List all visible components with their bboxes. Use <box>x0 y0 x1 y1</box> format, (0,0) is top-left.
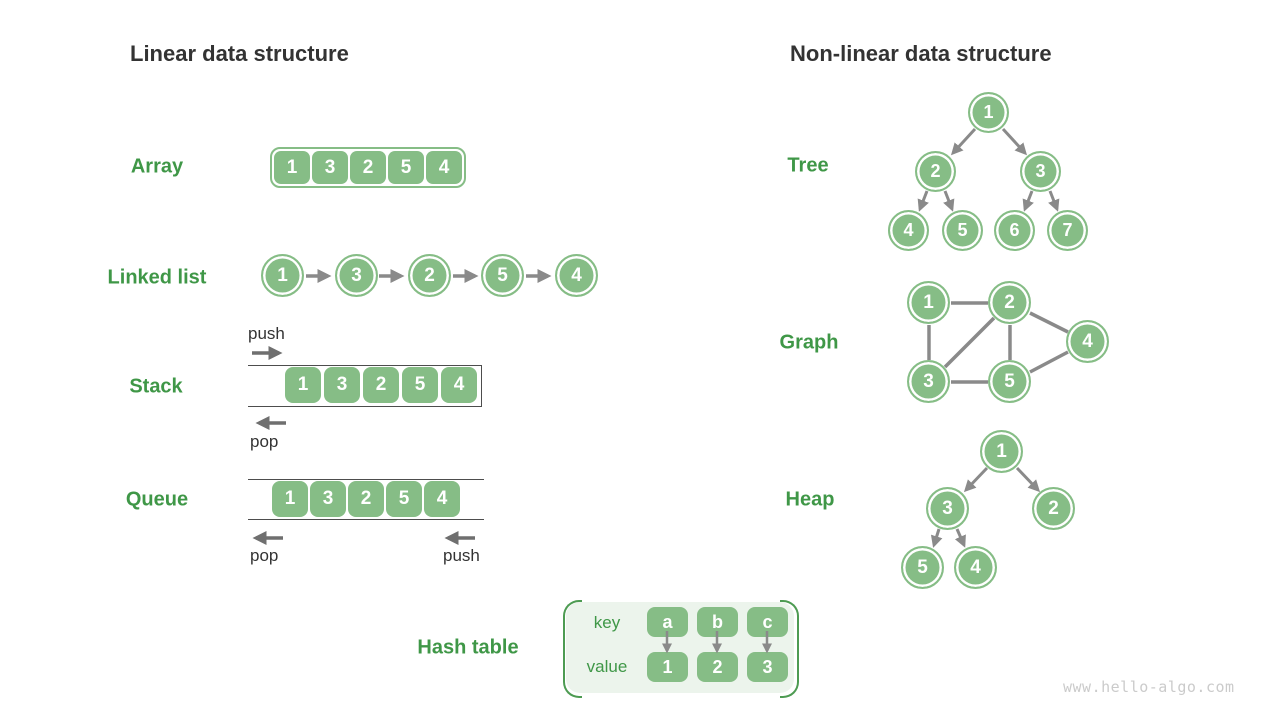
queue-push-label: push <box>443 546 480 565</box>
tree-node: 3 <box>1020 151 1061 192</box>
queue-top-line <box>248 479 484 480</box>
array-cell: 5 <box>388 151 424 184</box>
nonlinear-section-title: Non-linear data structure <box>790 41 1052 66</box>
array-cell: 4 <box>426 151 462 184</box>
stack-label: Stack <box>129 375 183 398</box>
linked-list-node: 5 <box>481 254 524 297</box>
heap-node: 4 <box>954 546 997 589</box>
hash-key-cell: b <box>697 607 738 637</box>
graph-node: 2 <box>988 281 1031 324</box>
queue-bottom-line <box>248 519 484 520</box>
hash-table-label: Hash table <box>417 636 519 659</box>
heap-node: 3 <box>926 487 969 530</box>
graph-node: 5 <box>988 360 1031 403</box>
heap-node: 1 <box>980 430 1023 473</box>
hash-value-cell: 1 <box>647 652 688 682</box>
hash-key-label: key <box>593 613 621 632</box>
graph-node: 1 <box>907 281 950 324</box>
stack-cell: 4 <box>441 367 477 403</box>
hash-value-label: value <box>586 657 628 676</box>
heap-label: Heap <box>785 488 835 511</box>
queue-cell: 1 <box>272 481 308 517</box>
hash-value-cell: 2 <box>697 652 738 682</box>
queue-cell: 2 <box>348 481 384 517</box>
heap-node: 5 <box>901 546 944 589</box>
watermark: www.hello-algo.com <box>1063 678 1235 696</box>
tree-node: 4 <box>888 210 929 251</box>
array-cell: 2 <box>350 151 386 184</box>
queue-cells: 1 3 2 5 4 <box>272 481 460 517</box>
tree-node: 1 <box>968 92 1009 133</box>
hash-key-cell: c <box>747 607 788 637</box>
graph-node: 3 <box>907 360 950 403</box>
hash-key-cell: a <box>647 607 688 637</box>
tree-node: 2 <box>915 151 956 192</box>
stack-cell: 1 <box>285 367 321 403</box>
stack-pop-label: pop <box>250 432 279 451</box>
array-cell: 3 <box>312 151 348 184</box>
array-cell: 1 <box>274 151 310 184</box>
heap-node: 2 <box>1032 487 1075 530</box>
array-container: 1 3 2 5 4 <box>270 147 466 188</box>
tree-label: Tree <box>787 154 829 177</box>
hash-left-bracket <box>563 600 582 698</box>
linear-section-title: Linear data structure <box>130 41 349 66</box>
queue-label: Queue <box>125 488 189 511</box>
array-label: Array <box>130 155 184 178</box>
stack-cell: 2 <box>363 367 399 403</box>
linked-list-node: 2 <box>408 254 451 297</box>
graph-label: Graph <box>779 331 839 354</box>
graph-node: 4 <box>1066 320 1109 363</box>
queue-pop-label: pop <box>250 546 279 565</box>
linked-list-node: 3 <box>335 254 378 297</box>
stack-cell: 3 <box>324 367 360 403</box>
stack-cells: 1 3 2 5 4 <box>285 367 477 403</box>
linked-list-node: 4 <box>555 254 598 297</box>
hash-value-cell: 3 <box>747 652 788 682</box>
linked-list-node: 1 <box>261 254 304 297</box>
stack-push-label: push <box>248 324 285 343</box>
queue-cell: 3 <box>310 481 346 517</box>
queue-cell: 5 <box>386 481 422 517</box>
queue-cell: 4 <box>424 481 460 517</box>
linked-list-label: Linked list <box>107 266 207 289</box>
tree-node: 5 <box>942 210 983 251</box>
tree-node: 6 <box>994 210 1035 251</box>
tree-node: 7 <box>1047 210 1088 251</box>
stack-cell: 5 <box>402 367 438 403</box>
